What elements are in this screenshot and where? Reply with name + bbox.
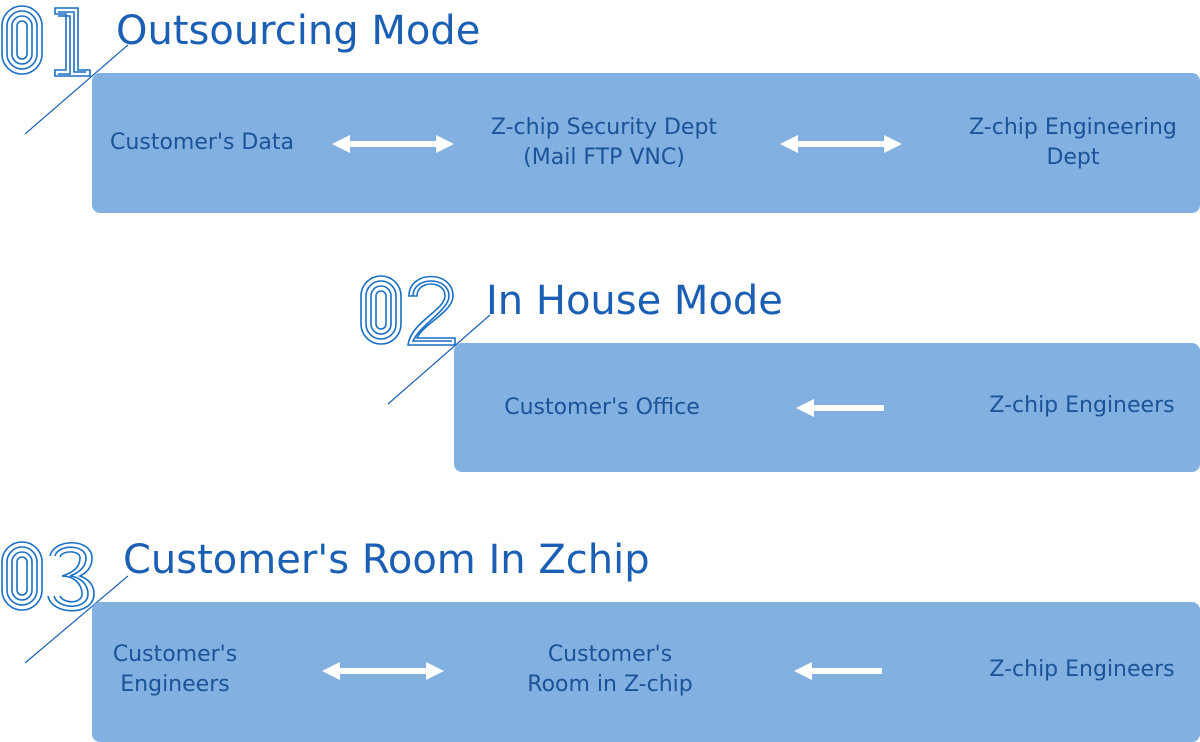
double-arrow bbox=[322, 662, 444, 680]
section-number-01 bbox=[1, 5, 91, 77]
node-security-dept: Z-chip Security Dept (Mail FTP VNC) bbox=[490, 115, 718, 170]
node-customers-engineers: Customer's Engineers bbox=[112, 642, 238, 697]
section-title: Outsourcing Mode bbox=[116, 8, 481, 54]
double-arrow bbox=[780, 135, 902, 153]
node-zchip-engineers: Z-chip Engineers bbox=[989, 657, 1175, 682]
node-customers-room: Customer's Room in Z-chip bbox=[527, 642, 693, 697]
node-zchip-engineers: Z-chip Engineers bbox=[989, 393, 1175, 418]
node-customers-office: Customer's Office bbox=[504, 395, 700, 420]
section-number-02 bbox=[360, 275, 456, 346]
left-arrow bbox=[796, 399, 884, 417]
mode-panel: Customer's Office Z-chip Engineers bbox=[454, 343, 1200, 472]
node-customers-data: Customer's Data bbox=[110, 130, 294, 155]
left-arrow bbox=[794, 662, 882, 680]
section-title: Customer's Room In Zchip bbox=[123, 537, 650, 583]
mode-panel: Customer's Data Z-chip Security Dept (Ma… bbox=[92, 73, 1200, 213]
node-engineering-dept: Z-chip Engineering Dept bbox=[969, 115, 1177, 170]
mode-panel: Customer's Engineers Customer's Room in … bbox=[92, 602, 1200, 742]
double-arrow bbox=[332, 135, 454, 153]
section-number-03 bbox=[1, 541, 95, 612]
section-title: In House Mode bbox=[486, 278, 783, 324]
